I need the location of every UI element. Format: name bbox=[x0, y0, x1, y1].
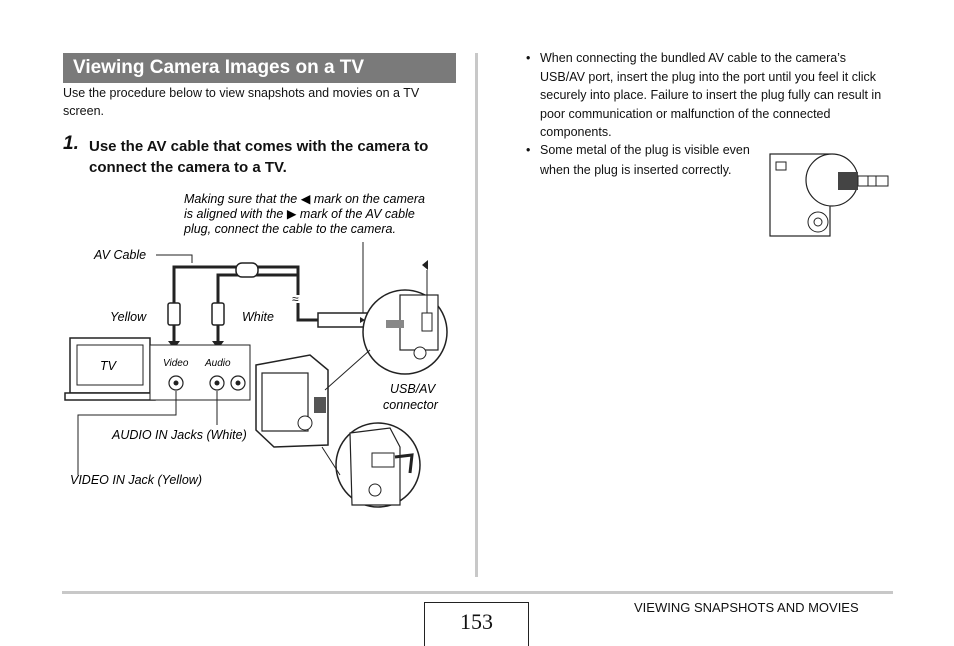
audio-label: Audio bbox=[204, 358, 231, 369]
plug-inserted-illustration bbox=[769, 153, 889, 237]
usb-av-label-1: USB/AV bbox=[390, 382, 437, 396]
note-text: Some metal of the plug is visible even w… bbox=[540, 143, 750, 177]
yellow-plug bbox=[167, 302, 181, 349]
chapter-title: VIEWING SNAPSHOTS AND MOVIES bbox=[634, 600, 859, 615]
note-item: •When connecting the bundled AV cable to… bbox=[526, 51, 882, 139]
page-number: 153 bbox=[424, 602, 529, 646]
camera-icon bbox=[255, 354, 329, 448]
white-plug bbox=[211, 302, 225, 349]
camera-side-detail-circle bbox=[335, 422, 421, 508]
diagram-caption-3: plug, connect the cable to the camera. bbox=[183, 222, 396, 236]
port-detail-circle bbox=[362, 260, 448, 375]
svg-text:≈: ≈ bbox=[292, 292, 299, 306]
footer-rule bbox=[62, 591, 893, 594]
tv-icon bbox=[64, 337, 156, 401]
white-label: White bbox=[242, 310, 274, 324]
note-item: •Some metal of the plug is visible even … bbox=[526, 143, 750, 177]
video-label: Video bbox=[163, 358, 189, 369]
usb-av-label-2: connector bbox=[383, 398, 439, 412]
tv-label: TV bbox=[100, 359, 118, 373]
note-text: When connecting the bundled AV cable to … bbox=[540, 51, 882, 139]
column-divider bbox=[475, 53, 478, 577]
step-number: 1. bbox=[63, 133, 79, 154]
diagram-caption-1: Making sure that the ◀ mark on the camer… bbox=[184, 192, 425, 206]
av-cable-label: AV Cable bbox=[93, 248, 146, 262]
video-in-label: VIDEO IN Jack (Yellow) bbox=[70, 473, 202, 487]
audio-in-label: AUDIO IN Jacks (White) bbox=[111, 428, 247, 442]
intro-text: Use the procedure below to view snapshot… bbox=[63, 86, 420, 118]
connection-diagram: Making sure that the ◀ mark on the camer… bbox=[64, 192, 448, 508]
diagram-caption-2: is aligned with the ▶ mark of the AV cab… bbox=[184, 207, 415, 221]
notes-list: •When connecting the bundled AV cable to… bbox=[522, 49, 894, 142]
step-text: Use the AV cable that comes with the cam… bbox=[89, 138, 429, 176]
section-title: Viewing Camera Images on a TV bbox=[63, 53, 456, 83]
yellow-label: Yellow bbox=[110, 310, 147, 324]
